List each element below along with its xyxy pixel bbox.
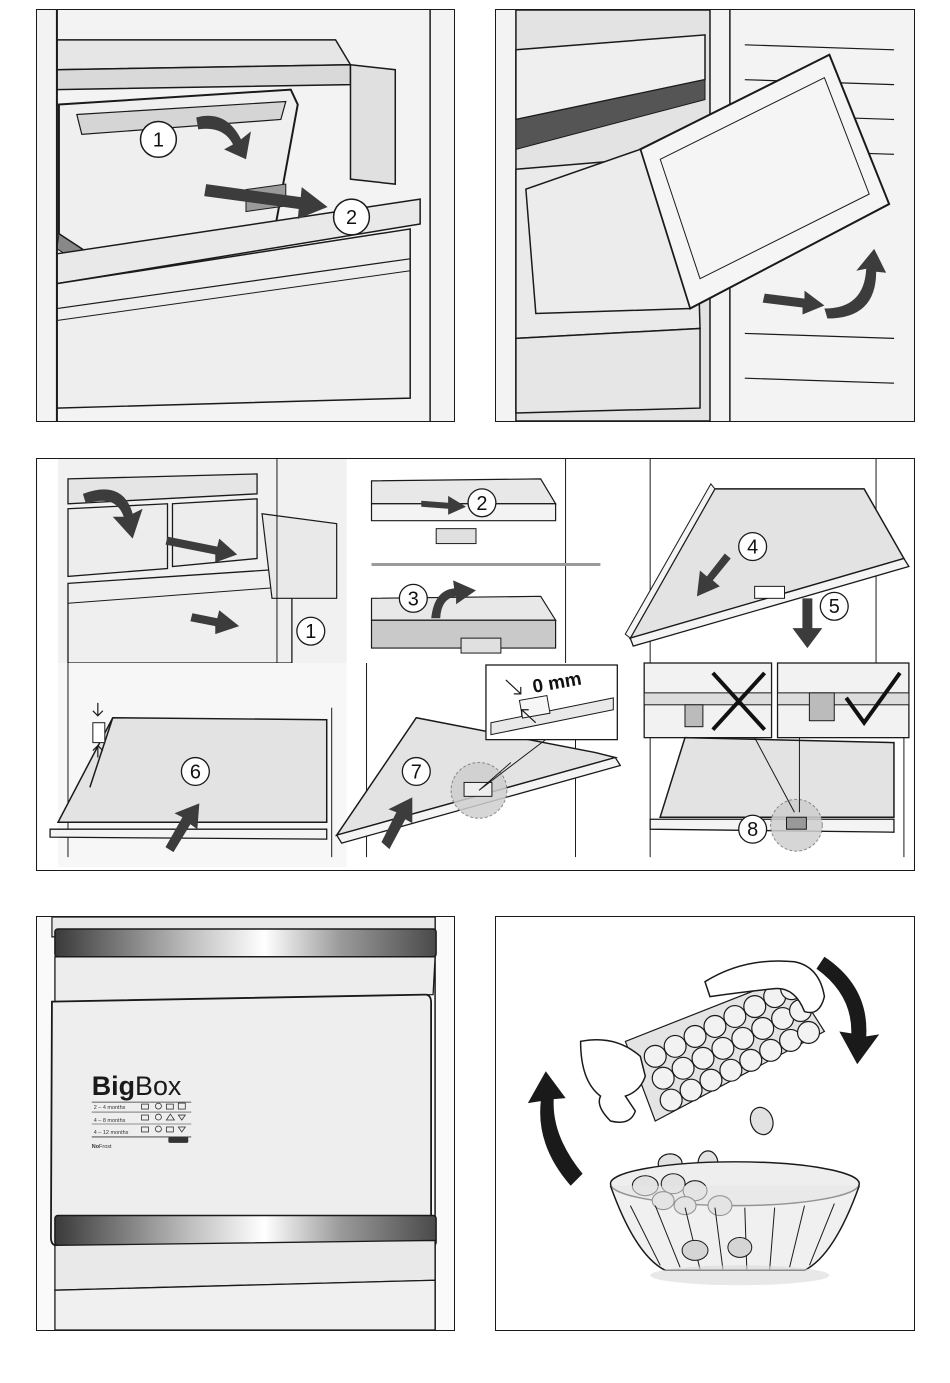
callout-step-3: 3 xyxy=(399,584,427,612)
callout-step-8: 8 xyxy=(739,815,767,843)
svg-text:8: 8 xyxy=(747,819,758,841)
callout-step-6: 6 xyxy=(181,758,209,786)
drawer-tilt-illustration xyxy=(496,10,914,421)
svg-text:4 – 8 months: 4 – 8 months xyxy=(94,1118,126,1124)
svg-text:1: 1 xyxy=(153,129,164,151)
panel-ice-tray xyxy=(495,916,915,1331)
svg-text:5: 5 xyxy=(829,596,840,618)
callout-2: 2 xyxy=(334,199,370,235)
panel-drawer-tilt xyxy=(495,9,915,422)
svg-text:4: 4 xyxy=(747,537,758,559)
callout-step-4: 4 xyxy=(739,533,767,561)
svg-text:3: 3 xyxy=(408,588,419,610)
bigbox-logo: BigBox xyxy=(92,1071,182,1101)
drawer-removal-illustration: 1 2 xyxy=(37,10,454,421)
top-chrome-handle xyxy=(55,929,436,957)
nofrost-label: NoFrost xyxy=(92,1144,112,1150)
step-1-scene: 1 xyxy=(58,459,347,663)
svg-text:6: 6 xyxy=(190,761,201,783)
svg-text:2: 2 xyxy=(346,207,357,229)
step-6-scene: 6 xyxy=(50,663,347,867)
nofrost-badge xyxy=(168,1137,188,1143)
svg-text:2 – 4 months: 2 – 4 months xyxy=(94,1105,126,1111)
callout-step-1: 1 xyxy=(297,617,325,645)
panel-bigbox: BigBox 2 – 4 months 4 – 8 months 4 – 12 … xyxy=(36,916,455,1331)
ice-tray-illustration xyxy=(496,917,914,1330)
shelf-steps-illustration: 1 2 3 xyxy=(37,459,914,870)
svg-text:4 – 12 months: 4 – 12 months xyxy=(94,1130,129,1136)
panel-shelf-steps: 1 2 3 xyxy=(36,458,915,871)
svg-text:7: 7 xyxy=(411,761,422,783)
callout-step-2: 2 xyxy=(468,489,496,517)
callout-step-5: 5 xyxy=(820,592,848,620)
panel-drawer-removal: 1 2 xyxy=(36,9,455,422)
svg-text:2: 2 xyxy=(476,493,487,515)
callout-1: 1 xyxy=(141,121,177,157)
callout-step-7: 7 xyxy=(402,758,430,786)
svg-text:1: 1 xyxy=(305,621,316,643)
bigbox-illustration: BigBox 2 – 4 months 4 – 8 months 4 – 12 … xyxy=(37,917,454,1330)
